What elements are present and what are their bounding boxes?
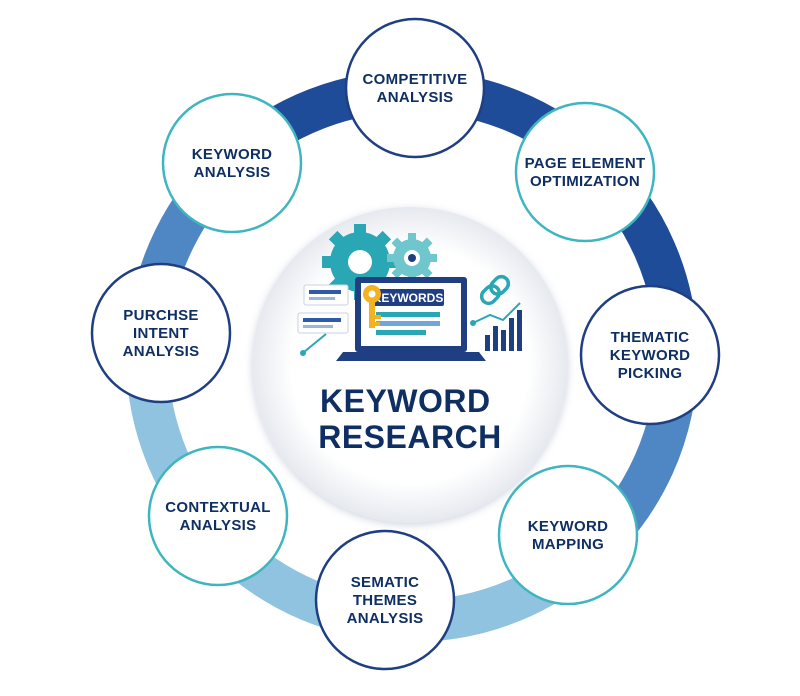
node-label-line: PURCHSE — [123, 307, 198, 324]
link-chain-icon — [479, 274, 511, 306]
node-label-line: THEMES — [353, 592, 417, 609]
laptop-base — [336, 352, 486, 361]
center-title-line-1: KEYWORD — [320, 383, 491, 419]
node-label-line: ANALYSIS — [123, 343, 200, 360]
node-label-line: THEMATIC — [611, 329, 690, 346]
node-label-line: ANALYSIS — [194, 164, 271, 181]
node-label-line: PICKING — [618, 365, 683, 382]
laptop-keywords-illustration: KEYWORDS — [297, 224, 522, 361]
node-circle — [344, 17, 486, 159]
node-circle — [514, 101, 656, 243]
node-circle — [147, 445, 289, 587]
node-circle — [90, 262, 232, 404]
center-title: KEYWORD RESEARCH — [318, 383, 502, 455]
node-circle — [314, 529, 456, 671]
keywords-search-bar — [372, 289, 444, 306]
node-label-line: ANALYSIS — [347, 610, 424, 627]
node-label-line: INTENT — [133, 325, 189, 342]
node-label-line: CONTEXTUAL — [165, 499, 271, 516]
key-icon — [363, 285, 381, 328]
keywords-label: KEYWORDS — [373, 291, 444, 305]
small-gear-icon — [387, 233, 437, 283]
node-label-line: ANALYSIS — [377, 89, 454, 106]
bar-chart-icon — [470, 302, 522, 351]
node-label-line: KEYWORD — [610, 347, 690, 364]
node-label-line: OPTIMIZATION — [530, 173, 640, 190]
node-label-line: KEYWORD — [528, 518, 608, 535]
node-label-line: ANALYSIS — [180, 517, 257, 534]
node-label-line: COMPETITIVE — [363, 71, 468, 88]
node-circle — [579, 284, 721, 426]
node-label-line: SEMATIC — [351, 574, 420, 591]
node-label-line: MAPPING — [532, 536, 604, 553]
node-circle — [161, 92, 303, 234]
node-label-line: KEYWORD — [192, 146, 272, 163]
center-title-line-2: RESEARCH — [318, 419, 502, 455]
node-circle — [497, 464, 639, 606]
node-label-line: PAGE ELEMENT — [525, 155, 646, 172]
message-bubble-icon — [297, 284, 349, 334]
